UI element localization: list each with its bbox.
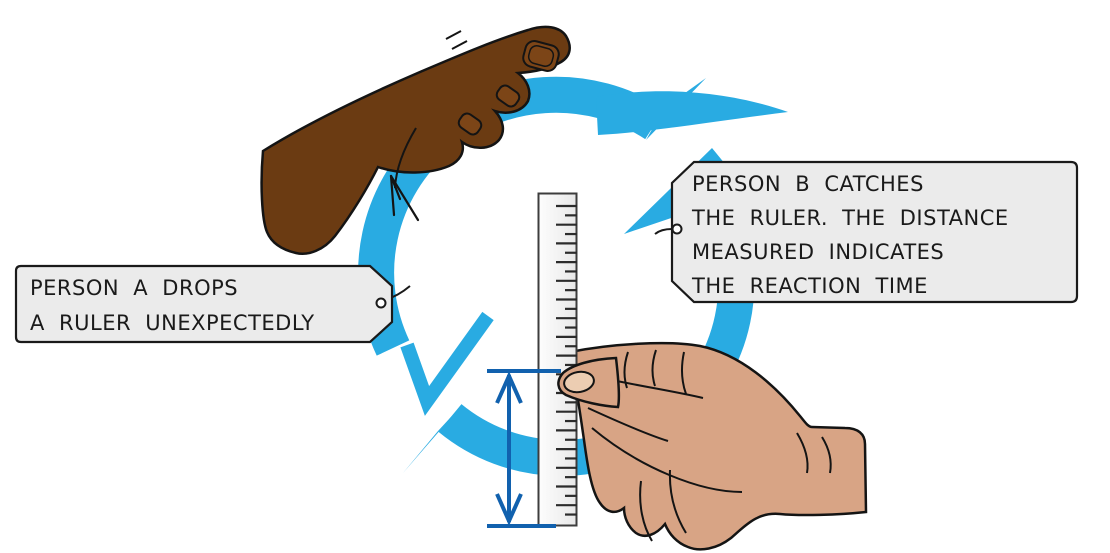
ruler-plate bbox=[537, 192, 578, 527]
person-a-hand bbox=[260, 25, 571, 255]
person-a-finger-nail bbox=[457, 112, 483, 136]
distance-arrow bbox=[487, 369, 561, 528]
ruler bbox=[537, 192, 578, 527]
person-a-finger-nail bbox=[495, 84, 521, 108]
person-a-tag bbox=[14, 264, 411, 344]
person-b-thumb-nail bbox=[563, 370, 595, 394]
person-b-tag bbox=[654, 160, 1079, 304]
ruler-ticks bbox=[556, 204, 577, 516]
person-b-tag-string bbox=[654, 228, 673, 235]
cycle-arrowhead-top-right bbox=[596, 91, 788, 135]
cycle-arrowhead-bottom-left bbox=[400, 311, 494, 416]
distance-arrow-head-down bbox=[495, 493, 523, 526]
person-b-hand-silhouette bbox=[568, 341, 868, 551]
person-a-thumb-nail bbox=[522, 40, 560, 72]
person-a-tag-plate bbox=[14, 264, 394, 344]
person-b-thumb bbox=[557, 356, 621, 409]
person-a-tag-hole bbox=[375, 297, 387, 309]
cycle-arc-taper-bottom bbox=[403, 405, 462, 473]
person-b-tag-plate bbox=[670, 160, 1079, 304]
person-b-tag-hole bbox=[671, 223, 683, 235]
person-b-hand bbox=[568, 341, 868, 551]
person-a-hand-silhouette bbox=[260, 25, 571, 255]
distance-arrow-head-up bbox=[495, 371, 523, 404]
